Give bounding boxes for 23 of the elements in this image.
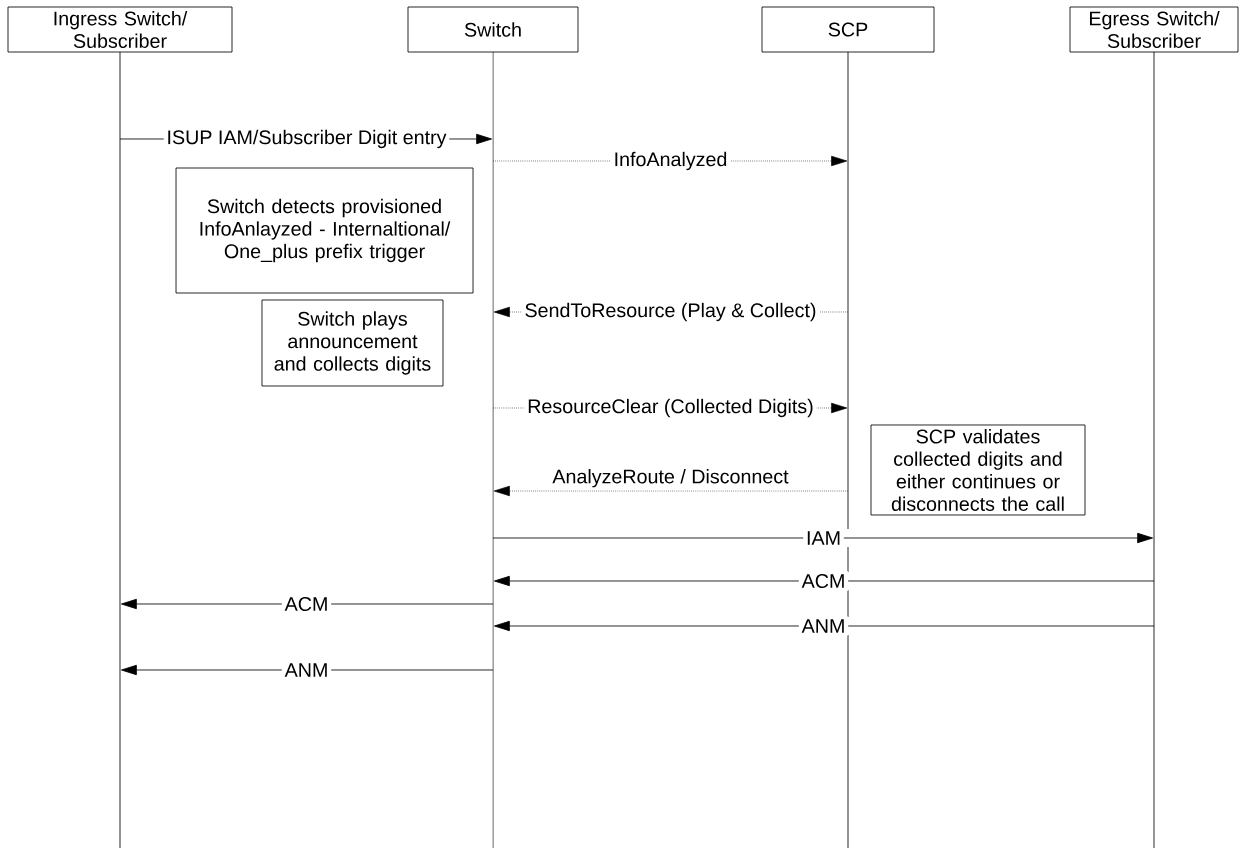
edge-label: ANM xyxy=(281,660,332,680)
edge-label: ISUP IAM/Subscriber Digit entry xyxy=(163,127,450,151)
participant-box: SCP xyxy=(761,6,935,53)
edge-label: ACM xyxy=(281,594,332,614)
message-arrow xyxy=(493,485,849,497)
note-box: Switch plays announcement and collects digits xyxy=(261,299,444,387)
message-arrow xyxy=(121,598,494,610)
message-arrow xyxy=(494,620,1155,632)
message-arrow xyxy=(494,575,1155,587)
participant-box: Ingress Switch/ Subscriber xyxy=(7,6,233,53)
edge-label: ACM xyxy=(798,571,849,591)
message-arrow xyxy=(121,664,494,676)
edge-label: SendToResource (Play & Collect) xyxy=(521,300,820,324)
participant-box: Switch xyxy=(407,6,579,53)
edge-label: ResourceClear (Collected Digits) xyxy=(524,396,817,420)
message-arrow xyxy=(492,532,1153,544)
edge-label: ANM xyxy=(798,616,849,636)
note-box: Switch detects provisioned InfoAnlayzed - Internaltional/ One_plus prefix trigger xyxy=(175,167,474,294)
edge-label: IAM xyxy=(803,528,844,548)
edge-label: AnalyzeRoute / Disconnect xyxy=(549,466,792,491)
note-box: SCP validates collected digits and either continues or disconnects the call xyxy=(870,424,1086,516)
edge-label: InfoAnalyzed xyxy=(610,149,731,173)
participant-box: Egress Switch/ Subscriber xyxy=(1069,6,1239,53)
